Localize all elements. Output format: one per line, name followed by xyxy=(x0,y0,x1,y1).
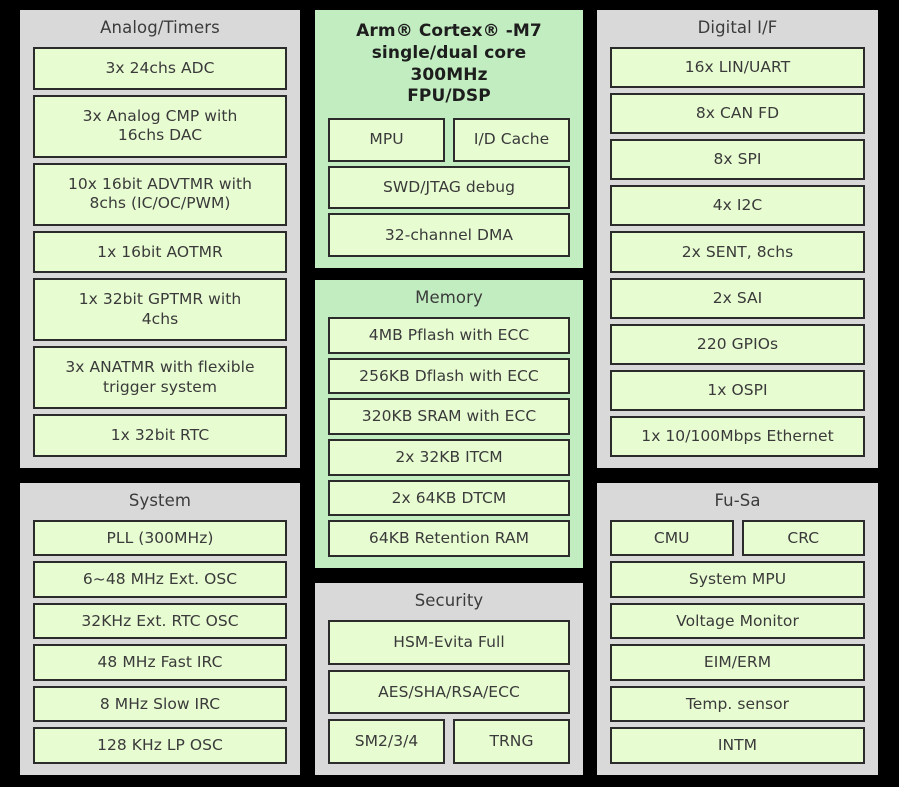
panel-system: System PLL (300MHz) 6~48 MHz Ext. OSC 32… xyxy=(20,483,300,775)
block-crc[interactable]: CRC xyxy=(741,519,865,557)
block-can-fd[interactable]: 8x CAN FD xyxy=(610,93,865,135)
panel-memory: Memory 4MB Pflash with ECC 256KB Dflash … xyxy=(315,280,583,568)
block-ospi[interactable]: 1x OSPI xyxy=(610,369,865,411)
panel-body-fusa: CMU CRC System MPU Voltage Monitor EIM/E… xyxy=(597,519,878,775)
block-sai[interactable]: 2x SAI xyxy=(610,277,865,319)
block-sm2-3-4[interactable]: SM2/3/4 xyxy=(328,719,445,764)
block-id-cache[interactable]: I/D Cache xyxy=(453,118,570,162)
panel-title-analog-timers: Analog/Timers xyxy=(100,18,220,37)
block-aes-sha-rsa-ecc[interactable]: AES/SHA/RSA/ECC xyxy=(328,669,570,715)
panel-security: Security HSM-Evita Full AES/SHA/RSA/ECC … xyxy=(315,583,583,775)
block-rtc[interactable]: 1x 32bit RTC xyxy=(33,414,287,458)
block-retention-ram[interactable]: 64KB Retention RAM xyxy=(328,520,570,557)
block-lin-uart[interactable]: 16x LIN/UART xyxy=(610,46,865,89)
block-ext-rtc-osc[interactable]: 32KHz Ext. RTC OSC xyxy=(33,602,287,640)
block-gpios[interactable]: 220 GPIOs xyxy=(610,323,865,365)
block-system-mpu[interactable]: System MPU xyxy=(610,561,865,598)
fusa-row-cmu-crc: CMU CRC xyxy=(610,519,865,557)
block-hsm-evita[interactable]: HSM-Evita Full xyxy=(328,619,570,665)
block-intm[interactable]: INTM xyxy=(610,727,865,764)
block-mpu[interactable]: MPU xyxy=(328,118,445,162)
security-row-sm-trng: SM2/3/4 TRNG xyxy=(328,719,570,764)
block-aotmr[interactable]: 1x 16bit AOTMR xyxy=(33,230,287,274)
block-pll[interactable]: PLL (300MHz) xyxy=(33,519,287,557)
panel-title-fusa: Fu-Sa xyxy=(714,491,761,510)
block-itcm[interactable]: 2x 32KB ITCM xyxy=(328,438,570,476)
block-slow-irc[interactable]: 8 MHz Slow IRC xyxy=(33,685,287,723)
panel-body-memory: 4MB Pflash with ECC 256KB Dflash with EC… xyxy=(315,316,583,568)
block-sent[interactable]: 2x SENT, 8chs xyxy=(610,231,865,273)
block-adc[interactable]: 3x 24chs ADC xyxy=(33,46,287,90)
block-swd-jtag-debug[interactable]: SWD/JTAG debug xyxy=(328,165,570,210)
panel-title-security: Security xyxy=(414,591,484,610)
block-spi[interactable]: 8x SPI xyxy=(610,139,865,181)
block-cmu[interactable]: CMU xyxy=(610,519,734,557)
block-dflash[interactable]: 256KB Dflash with ECC xyxy=(328,357,570,395)
block-i2c[interactable]: 4x I2C xyxy=(610,185,865,227)
block-fast-irc[interactable]: 48 MHz Fast IRC xyxy=(33,644,287,681)
block-ext-osc[interactable]: 6~48 MHz Ext. OSC xyxy=(33,561,287,598)
panel-body-digital-if: 16x LIN/UART 8x CAN FD 8x SPI 4x I2C 2x … xyxy=(597,46,878,468)
panel-body-cpu-core: MPU I/D Cache SWD/JTAG debug 32-channel … xyxy=(315,118,583,268)
panel-fusa: Fu-Sa CMU CRC System MPU Voltage Monitor… xyxy=(597,483,878,775)
block-sram[interactable]: 320KB SRAM with ECC xyxy=(328,398,570,435)
cpu-row-mpu-cache: MPU I/D Cache xyxy=(328,118,570,162)
block-pflash[interactable]: 4MB Pflash with ECC xyxy=(328,316,570,354)
block-dma[interactable]: 32-channel DMA xyxy=(328,213,570,258)
panel-digital-if: Digital I/F 16x LIN/UART 8x CAN FD 8x SP… xyxy=(597,10,878,468)
block-temp-sensor[interactable]: Temp. sensor xyxy=(610,685,865,723)
block-lp-osc[interactable]: 128 KHz LP OSC xyxy=(33,727,287,764)
panel-body-system: PLL (300MHz) 6~48 MHz Ext. OSC 32KHz Ext… xyxy=(20,519,300,775)
block-dtcm[interactable]: 2x 64KB DTCM xyxy=(328,479,570,517)
block-trng[interactable]: TRNG xyxy=(453,719,570,764)
block-voltage-monitor[interactable]: Voltage Monitor xyxy=(610,602,865,640)
block-eim-erm[interactable]: EIM/ERM xyxy=(610,644,865,681)
panel-title-digital-if: Digital I/F xyxy=(697,18,778,37)
panel-title-memory: Memory xyxy=(415,288,483,307)
block-ethernet[interactable]: 1x 10/100Mbps Ethernet xyxy=(610,415,865,457)
panel-title-system: System xyxy=(128,491,192,510)
panel-body-security: HSM-Evita Full AES/SHA/RSA/ECC SM2/3/4 T… xyxy=(315,619,583,775)
panel-analog-timers: Analog/Timers 3x 24chs ADC 3x Analog CMP… xyxy=(20,10,300,468)
